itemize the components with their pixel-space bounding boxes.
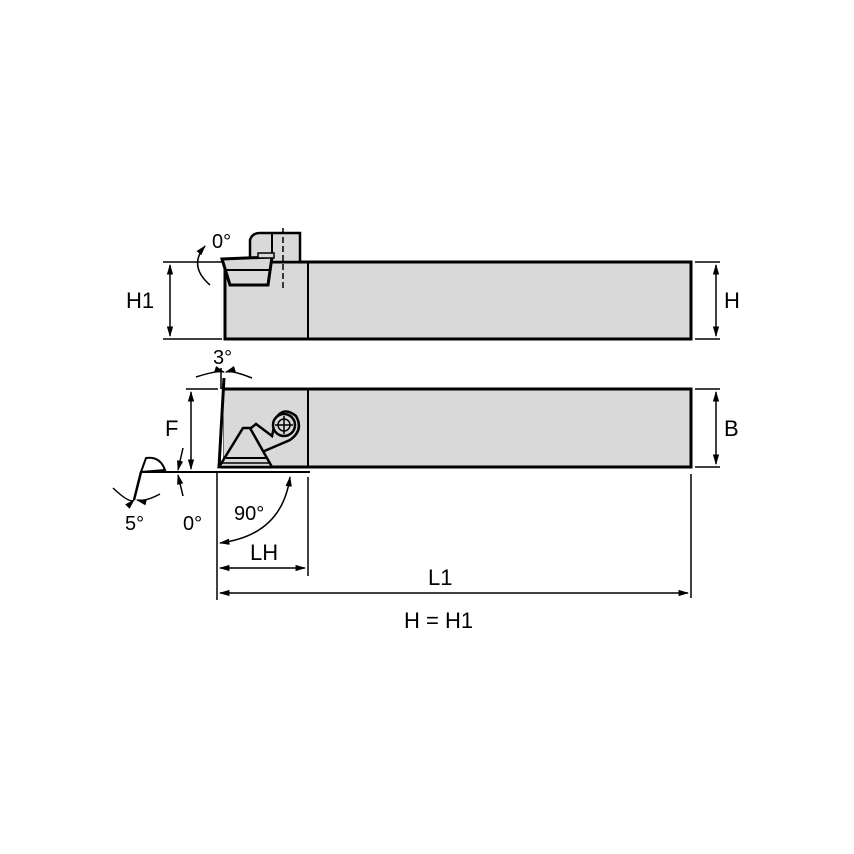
equation-note: H = H1 xyxy=(404,608,473,633)
side-angle-label: 0° xyxy=(183,513,202,535)
f-label: F xyxy=(165,416,178,441)
side-shank xyxy=(223,260,693,341)
lh-label: LH xyxy=(250,540,278,565)
l1-label: L1 xyxy=(428,565,452,590)
clearance-angle-label: 3° xyxy=(213,347,232,369)
inclination-arc xyxy=(196,245,211,286)
b-label: B xyxy=(724,416,739,441)
inclination-angle-label: 0° xyxy=(212,231,231,253)
lead-angle-arc xyxy=(218,475,292,545)
top-view: 3° F 0° 5° 90° B LH L1 xyxy=(112,347,739,600)
rake-angle-label: 5° xyxy=(125,513,144,535)
lead-angle-label: 90° xyxy=(234,503,264,525)
h-label: H xyxy=(724,288,740,313)
h1-label: H1 xyxy=(126,288,154,313)
rake-symbol xyxy=(139,456,167,474)
side-view: H1 0° H xyxy=(126,228,740,341)
